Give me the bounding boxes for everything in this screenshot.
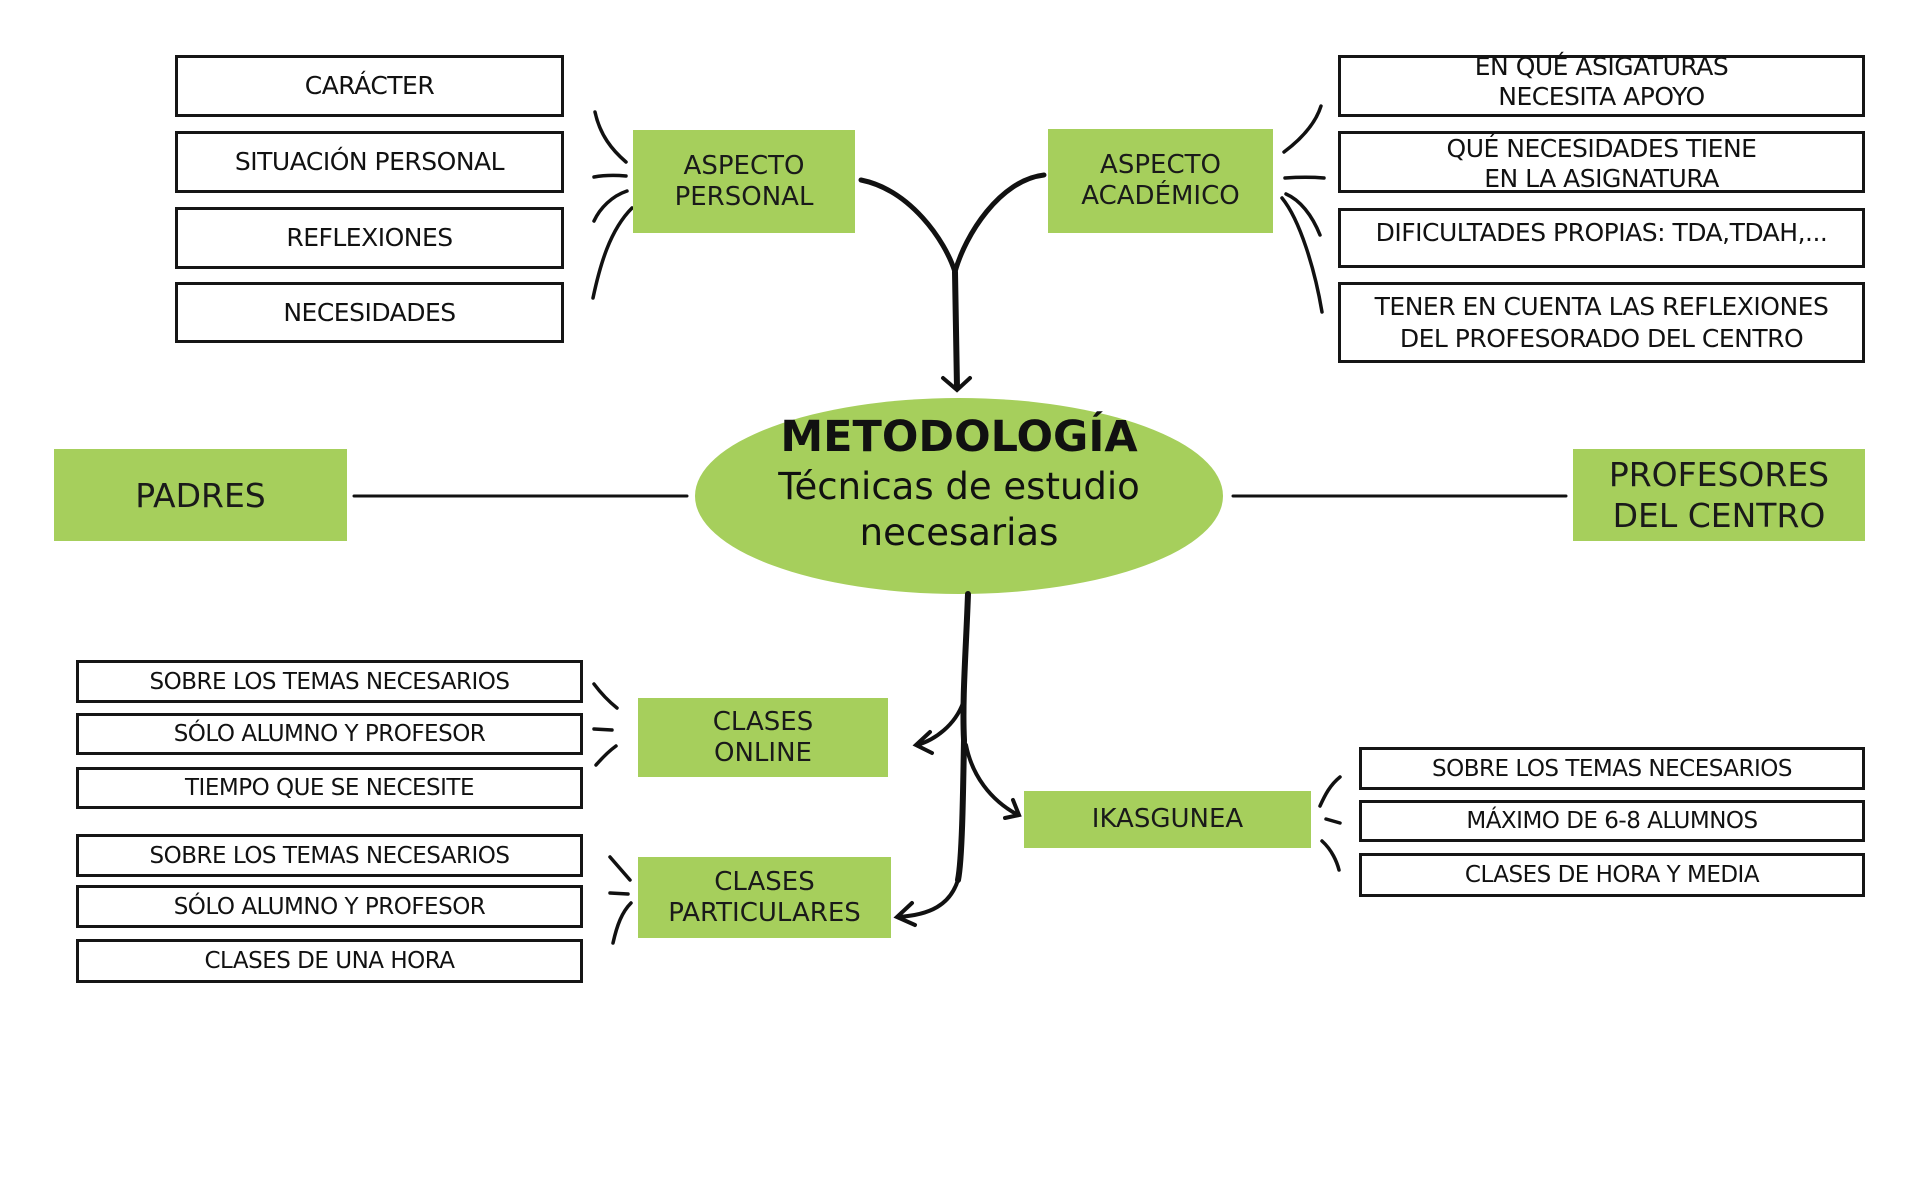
tick [592,727,614,732]
tick [1282,104,1323,154]
profesores-node: PROFESORES DEL CENTRO [1573,449,1865,541]
aspecto-personal-item-necesidades: NECESIDADES [175,282,564,343]
arrowhead-ikasgunea [1003,798,1022,820]
arrowhead-particulares [893,901,917,927]
clases-online-item-alumno-profesor: SÓLO ALUMNO Y PROFESOR [76,713,583,755]
aspecto-personal-item-caracter: CARÁCTER [175,55,564,117]
connector-clases-online [915,701,965,747]
tick [594,744,618,767]
connector-clases-particulares [896,878,960,919]
center-subtitle-line2: necesarias [859,511,1059,554]
aspecto-academico-item-reflexiones: TENER EN CUENTA LAS REFLEXIONES DEL PROF… [1338,282,1865,363]
clases-online-item-tiempo: TIEMPO QUE SE NECESITE [76,767,583,809]
ikasgunea-item-hora-media: CLASES DE HORA Y MEDIA [1359,853,1865,897]
aspecto-academico-item-asignaturas: EN QUÉ ASIGATURAS NECESITA APOYO [1338,52,1865,117]
connector-aspecto-academico [952,172,1047,275]
tick [592,682,619,710]
tick [611,901,633,945]
ikasgunea-node: IKASGUNEA [1024,791,1311,848]
tick [1324,817,1342,825]
tick [1284,192,1322,237]
connector-ikasgunea [964,743,1020,817]
clases-particulares-item-temas: SOBRE LOS TEMAS NECESARIOS [76,834,583,877]
tick [593,110,628,164]
aspecto-academico-node: ASPECTO ACADÉMICO [1048,129,1273,233]
padres-node: PADRES [54,449,347,541]
clases-particulares-node: CLASES PARTICULARES [638,857,891,938]
aspecto-personal-item-situacion: SITUACIÓN PERSONAL [175,131,564,193]
connector-aspecto-personal [858,177,958,275]
tick [1283,175,1326,180]
tick [592,189,629,223]
tick [1318,775,1342,808]
tick [592,173,628,179]
center-title: METODOLOGÍA [780,412,1138,462]
tick [608,891,630,896]
center-subtitle-line1: Técnicas de estudio [778,465,1140,508]
arrowhead-center [941,376,972,393]
aspecto-academico-item-necesidades: QUÉ NECESIDADES TIENE EN LA ASIGNATURA [1338,131,1865,193]
tick [1280,196,1324,314]
center-node: METODOLOGÍA Técnicas de estudio necesari… [695,410,1223,556]
tick [608,855,632,882]
connector-to-center [952,269,960,391]
trunk-bottom [955,591,971,883]
tick [591,206,634,300]
clases-online-item-temas: SOBRE LOS TEMAS NECESARIOS [76,660,583,703]
aspecto-personal-node: ASPECTO PERSONAL [633,130,855,233]
aspecto-academico-item-dificultades: DIFICULTADES PROPIAS: TDA,TDAH,... [1338,208,1865,268]
clases-particulares-item-alumno-profesor: SÓLO ALUMNO Y PROFESOR [76,885,583,928]
arrowhead-online [912,730,934,755]
aspecto-personal-item-reflexiones: REFLEXIONES [175,207,564,269]
clases-online-node: CLASES ONLINE [638,698,888,777]
tick [1320,839,1341,872]
ikasgunea-item-maximo: MÁXIMO DE 6-8 ALUMNOS [1359,800,1865,842]
center-ellipse [695,398,1223,594]
clases-particulares-item-una-hora: CLASES DE UNA HORA [76,939,583,983]
ikasgunea-item-temas: SOBRE LOS TEMAS NECESARIOS [1359,747,1865,790]
